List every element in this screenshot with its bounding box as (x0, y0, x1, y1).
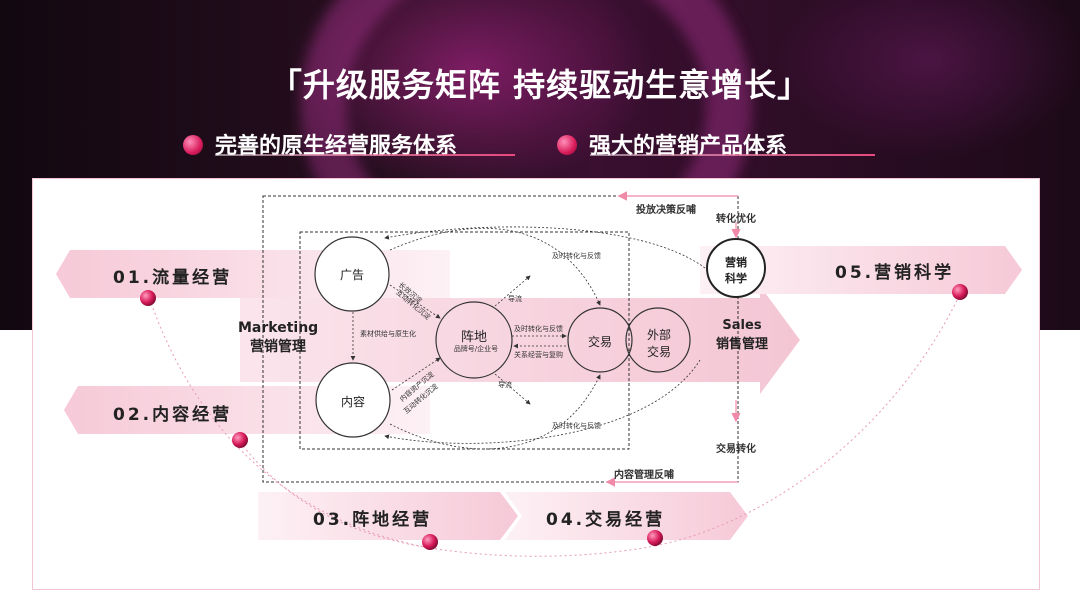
loop-arc-content (239, 441, 431, 549)
ribbon-bead-trade (647, 530, 663, 546)
ribbon-bead-base (422, 534, 438, 550)
bullet-icon (557, 135, 577, 155)
annotation-material: 素材供给与原生化 (360, 330, 416, 338)
marketing-en: Marketing (238, 320, 319, 336)
ribbon-bead-traffic (140, 290, 156, 306)
arc-ads-trade (389, 228, 601, 306)
ribbon-label-trade: 04.交易经营 (546, 510, 666, 530)
marketing-cn: 营销管理 (250, 339, 306, 355)
annotation-relation: 关系经营与复购 (514, 351, 563, 359)
sales-label: Sales 销售管理 (706, 318, 778, 352)
inner-frame (299, 231, 630, 450)
node-science-label: 营销 科学 (716, 254, 756, 286)
annotation-guide-1: 导流 (508, 295, 522, 303)
ribbon-label-base: 03.阵地经营 (313, 510, 433, 530)
annotation-conversion-opt: 转化优化 (716, 214, 756, 225)
ribbon-label-content: 02.内容经营 (113, 405, 233, 425)
annotation-content-feedback: 内容管理反哺 (614, 470, 674, 481)
node-base (435, 301, 513, 379)
node-ads (314, 236, 390, 312)
ribbon-label-science: 05.营销科学 (835, 263, 955, 283)
annotation-realtime-2: 及时转化与反馈 (514, 325, 563, 333)
node-external-label: 外部 交易 (641, 326, 677, 360)
loop-arc-left (147, 293, 431, 549)
annotation-realtime-1: 及时转化与反馈 (552, 252, 601, 260)
node-content-label: 内容 (340, 395, 365, 409)
node-external-line2: 交易 (646, 345, 671, 359)
ribbon-science (700, 246, 1022, 294)
subtitle-underline (590, 154, 875, 156)
ribbon-trade (505, 492, 748, 540)
arc-external-content (384, 359, 701, 444)
ribbon-bead-content (232, 432, 248, 448)
node-content (315, 362, 391, 438)
node-base-sub: 品牌号/企业号 (453, 345, 499, 353)
node-science (706, 238, 766, 298)
node-external-trade (625, 307, 691, 373)
outer-frame (262, 195, 739, 483)
node-science-line1: 营销 (725, 256, 747, 269)
bullet-icon (183, 135, 203, 155)
annotation-realtime-3: 及时转化与反馈 (552, 422, 601, 430)
arc-content-trade (389, 374, 601, 450)
sales-en: Sales (722, 318, 762, 333)
ribbon-label-traffic: 01.流量经营 (113, 268, 233, 288)
node-science-line2: 科学 (725, 272, 747, 285)
ribbon-base (258, 492, 518, 540)
node-trade-label: 交易 (587, 335, 612, 349)
arrow-content-base (391, 357, 441, 391)
node-external-line1: 外部 (646, 328, 671, 342)
sales-cn: 销售管理 (715, 337, 768, 352)
annotation-trade-conversion: 交易转化 (716, 444, 756, 455)
annotation-invest-feedback: 投放决策反哺 (636, 205, 696, 216)
page-title: 「升级服务矩阵 持续驱动生意增长」 (269, 66, 811, 104)
ribbon-bead-science (952, 284, 968, 300)
arrow-ads-base (389, 284, 441, 319)
subtitle-underline (215, 154, 515, 156)
annotation-guide-2: 导流 (498, 381, 512, 389)
loop-arc-bottom (429, 545, 656, 557)
node-base-label: 阵地 (460, 330, 487, 345)
marketing-label: Marketing 营销管理 (238, 320, 318, 356)
node-trade (567, 307, 633, 373)
node-ads-label: 广告 (339, 268, 364, 282)
flow-arrow-band (240, 286, 800, 394)
